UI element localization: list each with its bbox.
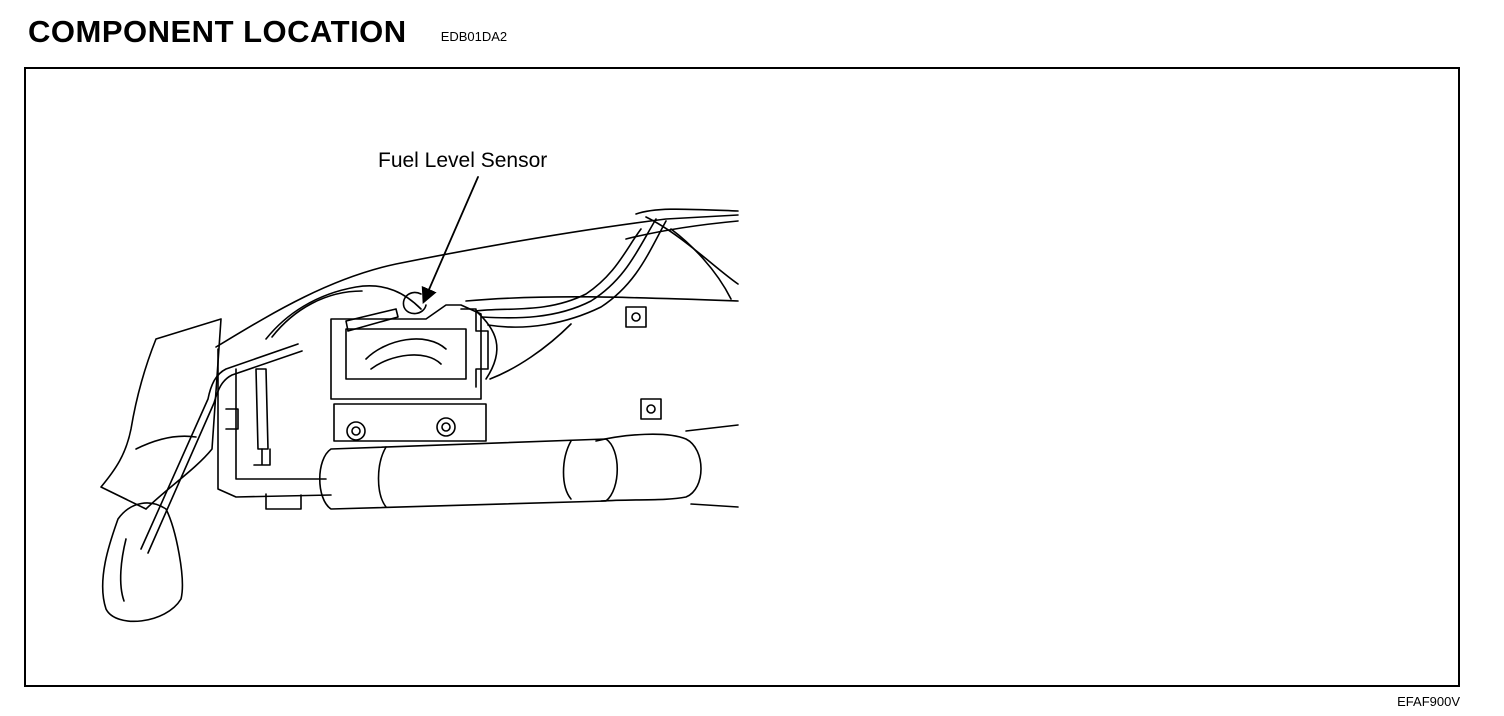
page-header: COMPONENT LOCATION EDB01DA2 bbox=[28, 10, 507, 50]
fuel-pump bbox=[319, 424, 739, 510]
diagram-frame: Fuel Level Sensor bbox=[24, 67, 1460, 687]
protective-sheet bbox=[100, 318, 222, 510]
base-plate bbox=[217, 348, 332, 510]
figure-id: EFAF900V bbox=[1397, 694, 1460, 709]
sender-unit bbox=[330, 291, 489, 442]
tank-outline bbox=[215, 208, 739, 348]
fuel-tank-illustration bbox=[100, 176, 739, 623]
section-code: EDB01DA2 bbox=[440, 29, 508, 44]
page-title: COMPONENT LOCATION bbox=[28, 14, 407, 49]
bolts bbox=[346, 306, 662, 441]
float bbox=[101, 502, 184, 623]
callout-arrow bbox=[421, 176, 479, 304]
fuel-level-sensor-label: Fuel Level Sensor bbox=[378, 149, 548, 172]
float-arm bbox=[140, 343, 303, 554]
